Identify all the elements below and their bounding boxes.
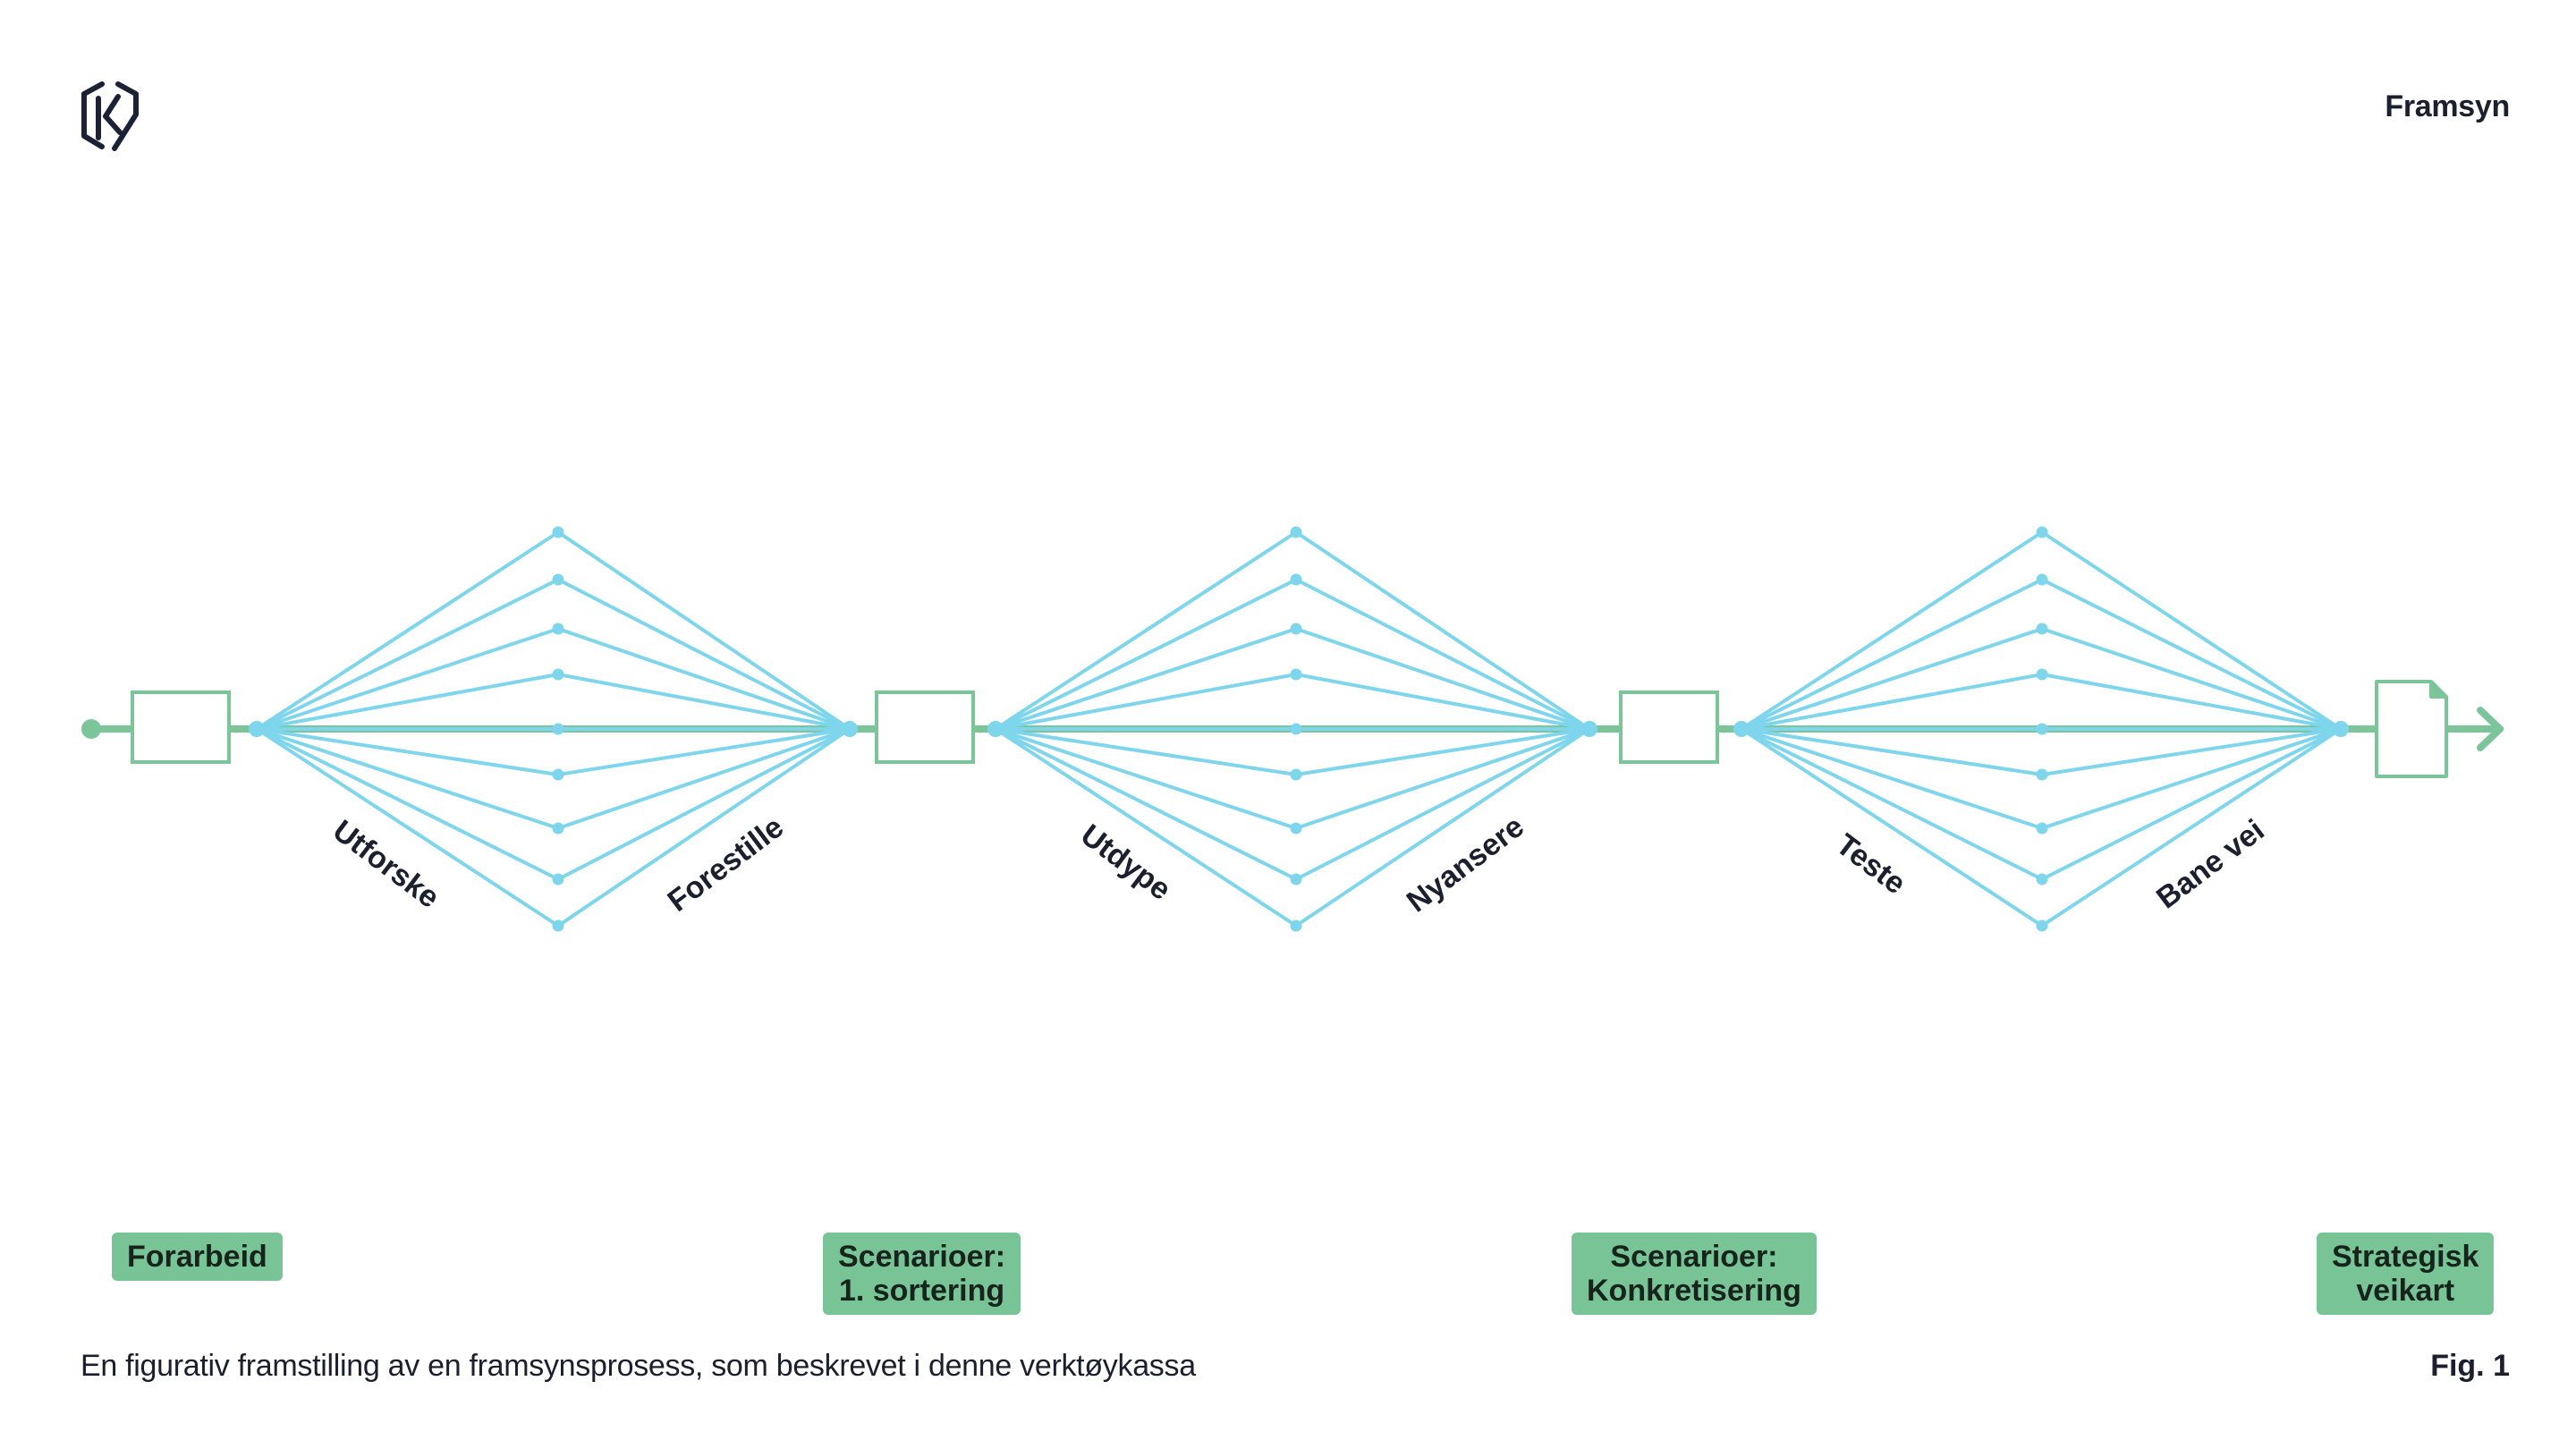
fan-node-3-6 <box>2036 768 2048 781</box>
stage-box-1 <box>131 691 231 764</box>
fan-line-3-2 <box>1741 578 2342 731</box>
fan-line-1-6 <box>256 727 851 776</box>
fan-start-2 <box>987 721 1004 737</box>
fan-line-1-2 <box>256 578 851 731</box>
fan-node-1-2 <box>552 573 564 586</box>
fan-node-3-3 <box>2036 623 2048 635</box>
phase-label-diverge-1: Utforske <box>326 814 445 915</box>
start-dot <box>81 719 101 739</box>
stage-badge-line: 1. sortering <box>838 1274 1005 1308</box>
fan-start-1 <box>249 721 265 737</box>
fan-node-2-7 <box>1290 822 1302 835</box>
fan-line-2-6 <box>995 727 1590 776</box>
fan-node-3-1 <box>2036 526 2048 538</box>
stage-badge-line: veikart <box>2356 1274 2455 1308</box>
fan-node-2-6 <box>1290 768 1302 781</box>
stage-badge-scenario-concretization: Scenarioer: Konkretisering <box>1572 1233 1817 1315</box>
fan-end-1 <box>842 721 858 737</box>
fan-node-1-8 <box>552 873 564 886</box>
fan-start-3 <box>1733 721 1750 737</box>
fan-line-2-2 <box>995 578 1590 731</box>
fan-node-1-1 <box>552 526 564 538</box>
fan-node-3-2 <box>2036 573 2048 586</box>
fan-node-1-4 <box>552 668 564 681</box>
fan-line-3-6 <box>1741 727 2342 776</box>
fan-node-1-9 <box>552 919 564 932</box>
fan-node-2-2 <box>1290 573 1302 586</box>
fan-node-2-3 <box>1290 623 1302 635</box>
stage-badge-line: Scenarioer: <box>1610 1240 1778 1274</box>
fan-node-1-7 <box>552 822 564 835</box>
stage-box-3 <box>1619 691 1719 764</box>
fan-node-3-9 <box>2036 919 2048 932</box>
fan-node-2-5 <box>1290 723 1302 735</box>
stage-badge-strategic-roadmap: Strategisk veikart <box>2317 1233 2495 1315</box>
fan-node-2-4 <box>1290 668 1302 681</box>
stage-badge-forarbeid: Forarbeid <box>112 1233 283 1281</box>
figure-number: Fig. 1 <box>2430 1349 2510 1383</box>
stage-badge-line: Strategisk <box>2332 1240 2479 1274</box>
stage-boxes <box>131 691 1719 764</box>
fan-node-1-3 <box>552 623 564 635</box>
fan-line-3-8 <box>1741 727 2342 881</box>
fan-node-2-1 <box>1290 526 1302 538</box>
arrow-right-icon <box>2447 707 2504 751</box>
fan-node-3-5 <box>2036 723 2048 735</box>
k-hexagon-logo-icon <box>81 81 139 151</box>
stage-badge-line: Forarbeid <box>127 1240 267 1274</box>
fan-node-3-8 <box>2036 873 2048 886</box>
stage-badge-line: Scenarioer: <box>838 1240 1006 1274</box>
phase-label-diverge-2: Utdype <box>1074 818 1177 907</box>
page-title: Framsyn <box>2385 89 2510 123</box>
phase-label-converge-1: Forestille <box>662 810 791 919</box>
fan-end-2 <box>1581 721 1597 737</box>
phase-label-diverge-3: Teste <box>1830 827 1912 901</box>
stage-box-2 <box>875 691 975 764</box>
fan-node-1-6 <box>552 768 564 781</box>
figure-caption: En figurativ framstilling av en framsyns… <box>80 1349 1196 1383</box>
fan-end-3 <box>2333 721 2349 737</box>
fan-node-2-8 <box>1290 873 1302 886</box>
phase-label-converge-2: Nyansere <box>1401 809 1530 919</box>
phase-label-converge-3: Bane vei <box>2150 813 2271 916</box>
fan-node-3-7 <box>2036 822 2048 835</box>
fan-node-1-5 <box>552 723 564 735</box>
stage-badge-line: Konkretisering <box>1587 1274 1801 1308</box>
fan-node-2-9 <box>1290 919 1302 932</box>
fan-node-3-4 <box>2036 668 2048 681</box>
stage-badge-scenario-sorting: Scenarioer: 1. sortering <box>823 1233 1021 1315</box>
divergence-convergence-fans <box>249 526 2349 932</box>
document-icon <box>2375 680 2448 778</box>
